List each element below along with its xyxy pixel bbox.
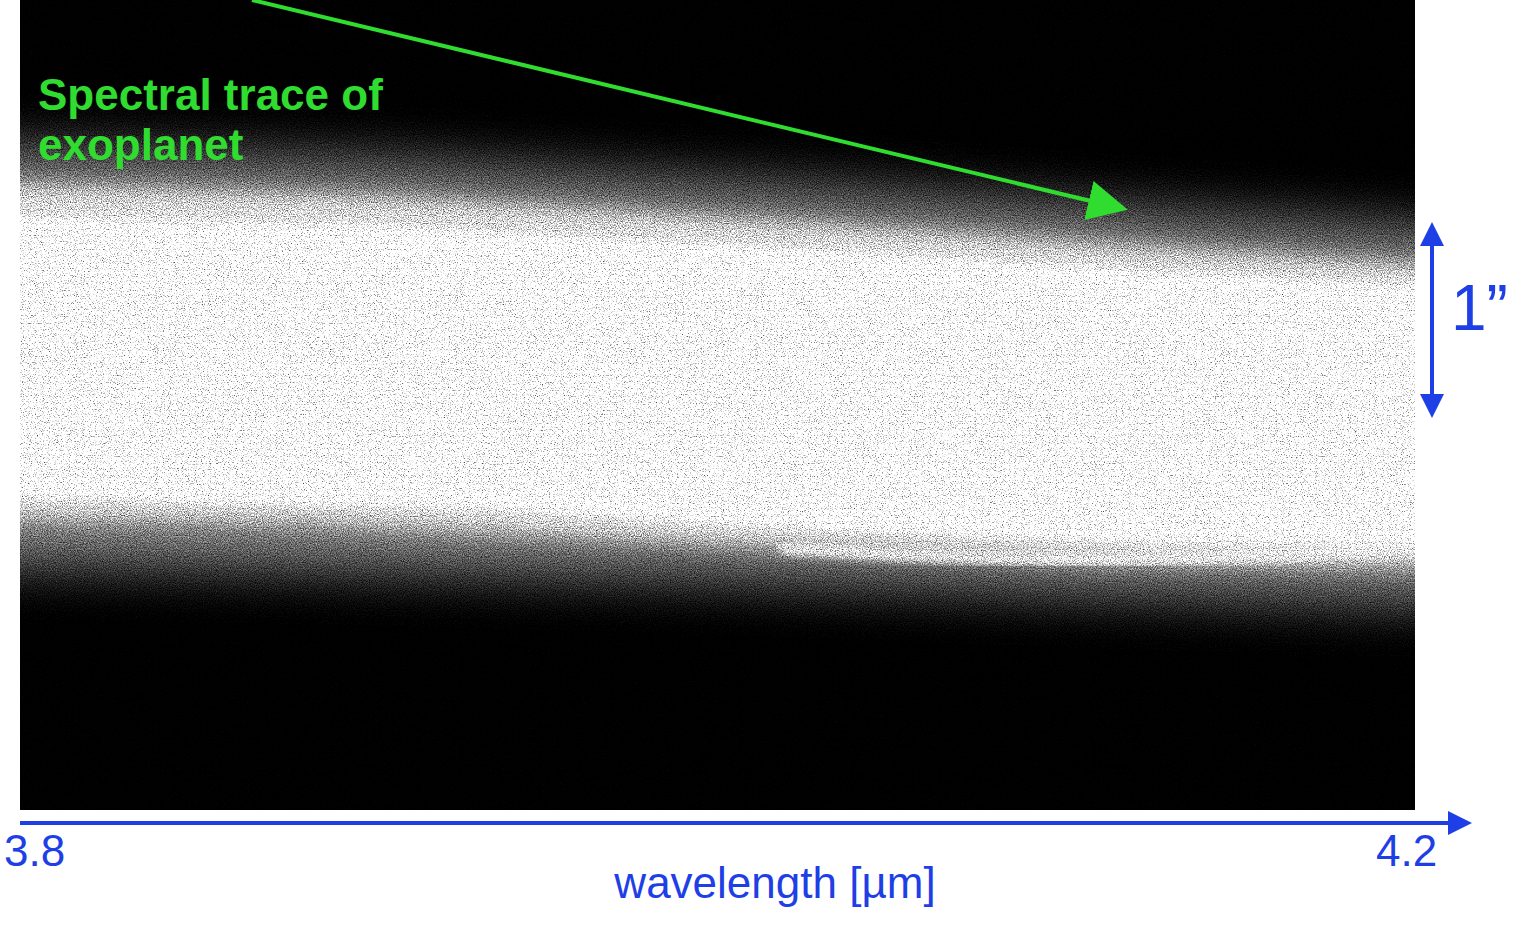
- axis-tick: 3.8: [4, 826, 124, 876]
- axis-arrow: [20, 821, 1468, 825]
- scale-arrow: [1430, 226, 1434, 414]
- callout-label: Spectral trace of exoplanet: [38, 70, 438, 170]
- axis-tick: 4.2: [1376, 826, 1496, 876]
- scale-label: 1”: [1451, 272, 1531, 344]
- detector-frame: [20, 0, 1415, 810]
- axis-title: wavelength [µm]: [545, 858, 1005, 908]
